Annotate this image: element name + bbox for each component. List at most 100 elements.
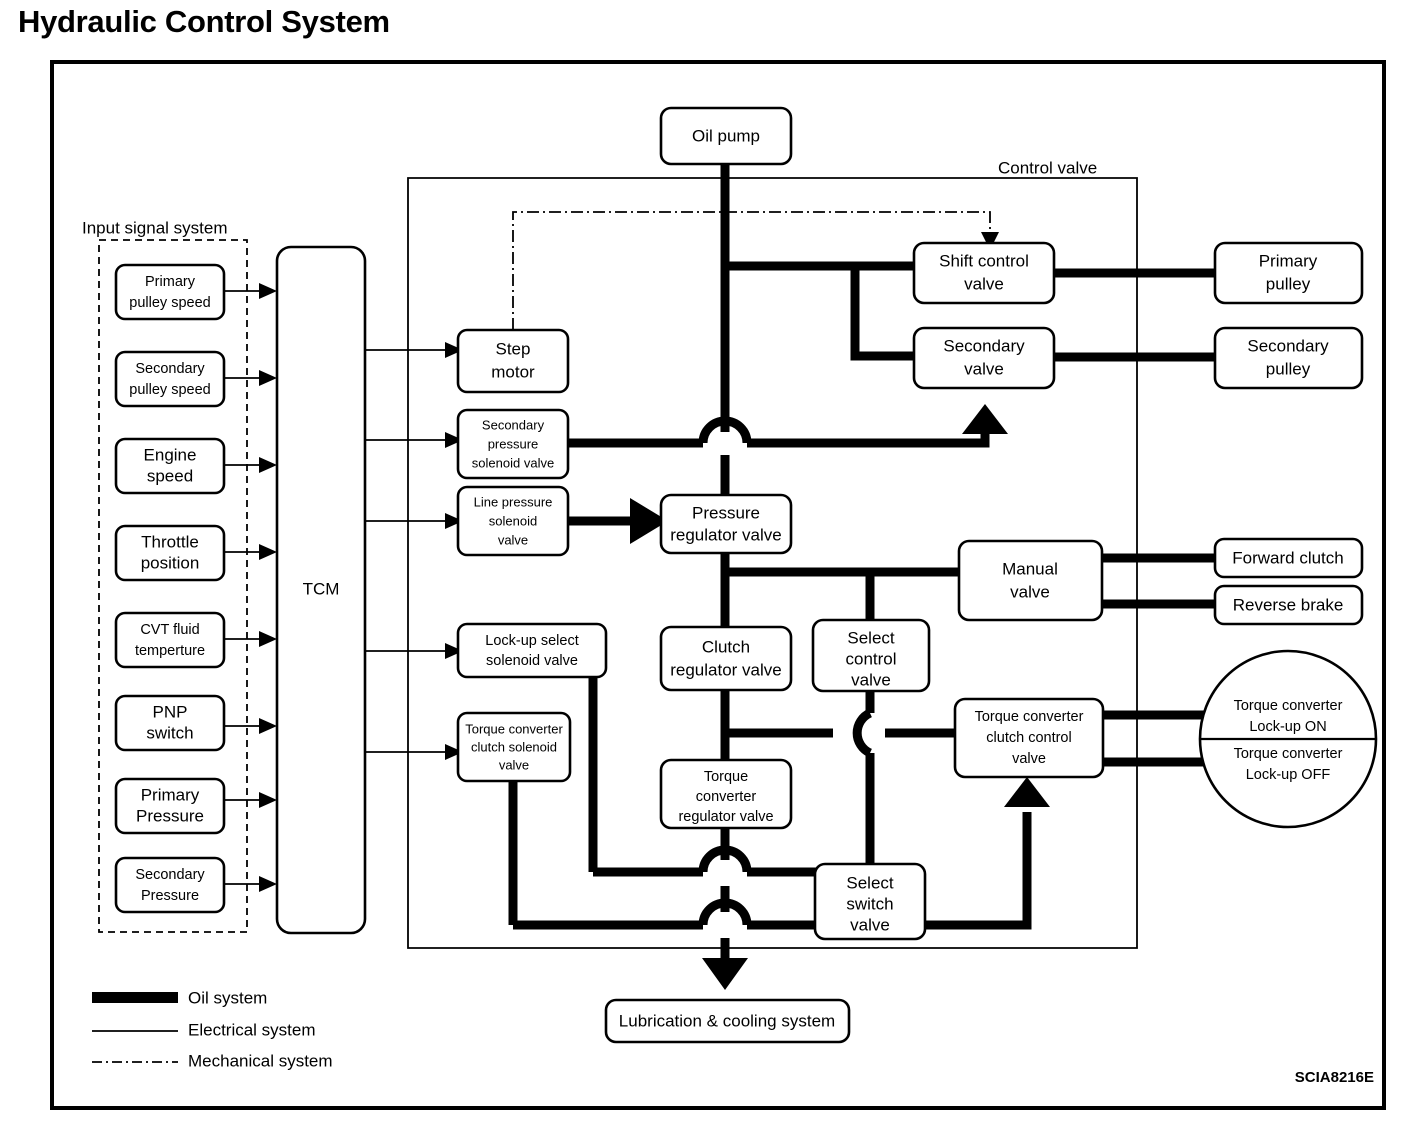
valve-label: valve — [964, 359, 1004, 378]
legend-label-electrical-system: Electrical system — [188, 1020, 316, 1039]
input-box-secondary-pressure[interactable]: Secondary Pressure — [114, 856, 226, 914]
actuator-box-secondary-pressure-solenoid-valve[interactable]: Secondary pressure solenoid valve — [456, 408, 570, 480]
actuator-label: motor — [491, 362, 535, 381]
arrow-lubrication — [702, 958, 748, 990]
valve-label: valve — [851, 670, 891, 689]
valve-box-torque-converter-regulator-valve[interactable]: Torque converter regulator valve — [659, 758, 793, 830]
lockup-off-label: Lock-up OFF — [1246, 767, 1331, 783]
oil-arrowheads — [630, 404, 1050, 990]
actuator-label: valve — [498, 532, 528, 547]
valve-box-clutch-regulator-valve[interactable]: Clutch regulator valve — [659, 625, 793, 692]
input-label: Secondary — [135, 867, 205, 883]
valve-label: Secondary — [943, 336, 1025, 355]
output-label: Secondary — [1247, 336, 1329, 355]
valve-label: valve — [964, 274, 1004, 293]
electrical-arrowheads — [259, 283, 463, 892]
valve-label: regulator valve — [678, 809, 773, 825]
valve-label: Pressure — [692, 503, 760, 522]
legend-label-mechanical-system: Mechanical system — [188, 1051, 333, 1070]
legend-label-oil-system: Oil system — [188, 988, 267, 1007]
input-label: position — [141, 553, 200, 572]
valve-label: switch — [846, 894, 893, 913]
valve-label: converter — [696, 789, 757, 805]
output-label: Forward clutch — [1232, 548, 1343, 567]
valve-label: clutch control — [986, 730, 1071, 746]
actuator-box-lock-up-select-solenoid-valve[interactable]: Lock-up select solenoid valve — [456, 622, 608, 679]
input-label: Pressure — [141, 888, 199, 904]
output-label: pulley — [1266, 274, 1311, 293]
output-box-forward-clutch[interactable]: Forward clutch — [1213, 537, 1364, 579]
control-valve-boundary — [407, 177, 1138, 949]
output-label: Reverse brake — [1233, 595, 1344, 614]
input-signal-system-label: Input signal system — [82, 218, 228, 237]
input-box-primary-pulley-speed[interactable]: Primary pulley speed — [114, 263, 226, 321]
oil-lines — [508, 165, 1216, 975]
actuator-label: valve — [499, 757, 529, 772]
control-valve-label: Control valve — [998, 158, 1097, 177]
actuator-label: Lock-up select — [485, 633, 579, 649]
valve-label: Torque — [704, 769, 748, 785]
input-label: Primary — [145, 274, 196, 290]
input-box-throttle-position[interactable]: Throttle position — [114, 524, 226, 582]
valve-label: valve — [1012, 751, 1046, 767]
tcm-label: TCM — [303, 579, 340, 598]
output-label: Lubrication & cooling system — [619, 1011, 835, 1030]
output-box-lubrication-cooling-system[interactable]: Lubrication & cooling system — [604, 998, 851, 1044]
valve-label: Select — [846, 873, 894, 892]
actuator-label: Torque converter — [465, 721, 563, 736]
actuator-box-torque-converter-clutch-solenoid-valve[interactable]: Torque converter clutch solenoid valve — [456, 711, 572, 783]
actuator-label: clutch solenoid — [471, 739, 557, 754]
valve-label: regulator valve — [670, 525, 782, 544]
output-box-reverse-brake[interactable]: Reverse brake — [1213, 584, 1364, 626]
input-box-cvt-fluid-temperature[interactable]: CVT fluid temperture — [114, 611, 226, 669]
output-label: pulley — [1266, 359, 1311, 378]
valve-box-pressure-regulator-valve[interactable]: Pressure regulator valve — [659, 493, 793, 555]
input-label: temperture — [135, 643, 205, 659]
actuator-label: Secondary — [482, 417, 545, 432]
output-box-secondary-pulley[interactable]: Secondary pulley — [1213, 326, 1364, 390]
mechanical-lines — [512, 211, 991, 330]
reference-code: SCIA8216E — [1295, 1069, 1374, 1086]
input-signal-boundary — [98, 239, 248, 933]
torque-converter-lockup-circle[interactable]: Torque converter Lock-up ON Torque conve… — [1198, 649, 1378, 829]
input-label: pulley speed — [129, 295, 210, 311]
valve-label: Select — [847, 628, 895, 647]
valve-label: Manual — [1002, 559, 1058, 578]
input-box-pnp-switch[interactable]: PNP switch — [114, 694, 226, 752]
valve-label: Oil pump — [692, 126, 760, 145]
input-box-engine-speed[interactable]: Engine speed — [114, 437, 226, 495]
tcm-box[interactable]: TCM — [275, 245, 367, 935]
valve-label: Clutch — [702, 637, 750, 656]
input-label: switch — [146, 723, 193, 742]
arrow-tc-clutch-control — [1004, 777, 1050, 807]
diagram-frame — [50, 60, 1386, 1110]
actuator-label: solenoid valve — [486, 653, 578, 669]
input-label: PNP — [153, 702, 188, 721]
valve-label: Shift control — [939, 251, 1029, 270]
actuator-box-step-motor[interactable]: Step motor — [456, 328, 570, 394]
valve-label: regulator valve — [670, 660, 782, 679]
input-label: pulley speed — [129, 382, 210, 398]
valve-box-torque-converter-clutch-control-valve[interactable]: Torque converter clutch control valve — [953, 697, 1105, 779]
valve-box-select-control-valve[interactable]: Select control valve — [811, 618, 931, 693]
input-box-secondary-pulley-speed[interactable]: Secondary pulley speed — [114, 350, 226, 408]
valve-label: Torque converter — [975, 709, 1084, 725]
valve-box-shift-control-valve[interactable]: Shift control valve — [912, 241, 1056, 305]
legend-swatch-oil-system — [92, 992, 178, 1003]
valve-box-select-switch-valve[interactable]: Select switch valve — [813, 862, 927, 941]
electrical-lines — [224, 290, 450, 885]
valve-box-manual-valve[interactable]: Manual valve — [957, 539, 1104, 622]
valve-label: valve — [1010, 582, 1050, 601]
valve-box-secondary-valve[interactable]: Secondary valve — [912, 326, 1056, 390]
arrow-secondary-valve — [962, 404, 1008, 434]
valve-box-oil-pump[interactable]: Oil pump — [659, 106, 793, 166]
arrow-shift-control-mech — [981, 232, 999, 250]
input-label: Engine — [144, 445, 197, 464]
input-label: CVT fluid — [140, 622, 199, 638]
input-box-primary-pressure[interactable]: Primary Pressure — [114, 777, 226, 835]
input-label: speed — [147, 466, 193, 485]
actuator-box-line-pressure-solenoid-valve[interactable]: Line pressure solenoid valve — [456, 485, 570, 557]
output-box-primary-pulley[interactable]: Primary pulley — [1213, 241, 1364, 305]
